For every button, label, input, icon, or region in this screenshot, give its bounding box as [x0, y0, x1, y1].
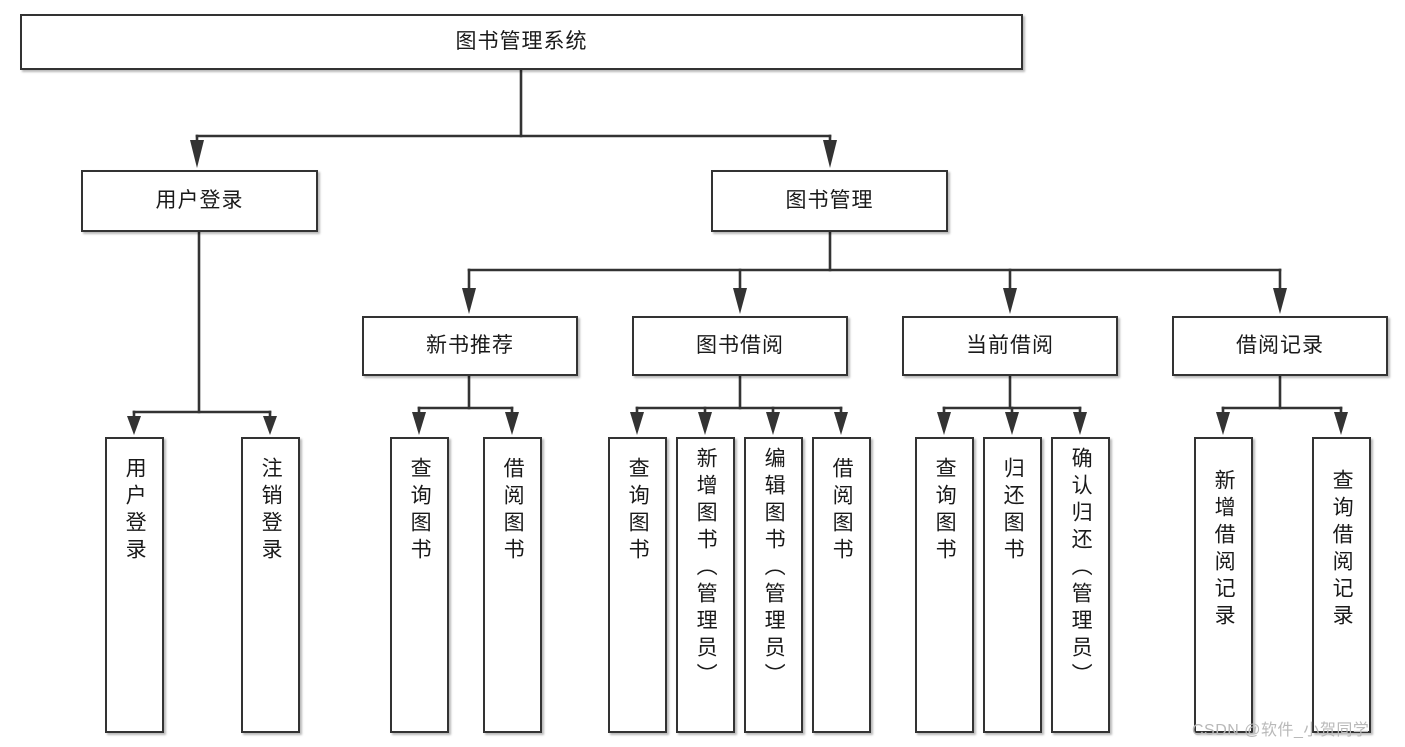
node-leaf-add-record[interactable]: 新增借阅记录: [1194, 437, 1253, 733]
node-root[interactable]: 图书管理系统: [20, 14, 1023, 70]
node-leaf-user-login-label: 用户登录: [123, 457, 147, 565]
arrow-to-leaf-query-book-1: [412, 412, 426, 435]
node-leaf-edit-book-label: 编辑图书（管理员）: [762, 447, 786, 690]
node-leaf-query-book-3-label: 查询图书: [933, 457, 957, 565]
node-leaf-borrow-book-2[interactable]: 借阅图书: [812, 437, 871, 733]
node-leaf-confirm-return-label: 确认归还（管理员）: [1069, 447, 1093, 690]
node-book-manage-label: 图书管理: [785, 189, 874, 213]
node-leaf-query-record-label: 查询借阅记录: [1330, 469, 1354, 631]
arrow-to-leaf-edit-book: [766, 412, 780, 435]
arrow-to-new-book-rec: [462, 288, 476, 314]
node-new-book-rec-label: 新书推荐: [426, 334, 514, 358]
node-root-label: 图书管理系统: [455, 30, 588, 54]
arrow-to-leaf-add-record: [1216, 412, 1230, 435]
arrow-to-leaf-user-login: [127, 416, 141, 435]
node-new-book-rec[interactable]: 新书推荐: [362, 316, 578, 376]
node-leaf-query-book-1-label: 查询图书: [408, 457, 432, 565]
node-borrow-record-label: 借阅记录: [1236, 334, 1324, 358]
arrow-to-book-borrow: [733, 288, 747, 314]
arrow-to-leaf-borrow-book-2: [834, 412, 848, 435]
node-leaf-edit-book[interactable]: 编辑图书（管理员）: [744, 437, 803, 733]
arrow-to-leaf-confirm-return: [1073, 412, 1087, 435]
node-leaf-logout[interactable]: 注销登录: [241, 437, 300, 733]
arrowhead-group: [127, 140, 1348, 435]
node-leaf-user-login[interactable]: 用户登录: [105, 437, 164, 733]
node-borrow-record[interactable]: 借阅记录: [1172, 316, 1388, 376]
arrow-to-leaf-query-book-3: [937, 412, 951, 435]
node-leaf-borrow-book-1-label: 借阅图书: [501, 457, 525, 565]
node-book-borrow[interactable]: 图书借阅: [632, 316, 848, 376]
arrow-to-book-manage: [823, 140, 837, 168]
node-leaf-query-book-2[interactable]: 查询图书: [608, 437, 667, 733]
csdn-watermark: CSDN @软件_小贺同学: [1192, 722, 1370, 739]
arrow-to-leaf-logout: [263, 416, 277, 435]
node-leaf-query-book-2-label: 查询图书: [626, 457, 650, 565]
node-leaf-add-record-label: 新增借阅记录: [1212, 469, 1236, 631]
arrow-to-leaf-query-record: [1334, 412, 1348, 435]
node-leaf-query-book-3[interactable]: 查询图书: [915, 437, 974, 733]
arrow-to-leaf-query-book-2: [630, 412, 644, 435]
node-user-login[interactable]: 用户登录: [81, 170, 318, 232]
node-leaf-borrow-book-1[interactable]: 借阅图书: [483, 437, 542, 733]
arrow-to-leaf-return-book: [1005, 412, 1019, 435]
node-leaf-add-book[interactable]: 新增图书（管理员）: [676, 437, 735, 733]
node-leaf-return-book[interactable]: 归还图书: [983, 437, 1042, 733]
node-current-borrow-label: 当前借阅: [966, 334, 1054, 358]
node-user-login-label: 用户登录: [155, 189, 244, 213]
node-leaf-query-record[interactable]: 查询借阅记录: [1312, 437, 1371, 733]
node-leaf-return-book-label: 归还图书: [1001, 457, 1025, 565]
node-leaf-add-book-label: 新增图书（管理员）: [694, 447, 718, 690]
node-leaf-logout-label: 注销登录: [259, 457, 283, 565]
arrow-to-user-login: [190, 140, 204, 168]
arrow-to-borrow-record: [1273, 288, 1287, 314]
node-current-borrow[interactable]: 当前借阅: [902, 316, 1118, 376]
node-leaf-borrow-book-2-label: 借阅图书: [830, 457, 854, 565]
arrow-to-current-borrow: [1003, 288, 1017, 314]
node-book-manage[interactable]: 图书管理: [711, 170, 948, 232]
arrow-to-leaf-borrow-book-1: [505, 412, 519, 435]
arrow-to-leaf-add-book: [698, 412, 712, 435]
node-leaf-query-book-1[interactable]: 查询图书: [390, 437, 449, 733]
node-book-borrow-label: 图书借阅: [696, 334, 784, 358]
node-leaf-confirm-return[interactable]: 确认归还（管理员）: [1051, 437, 1110, 733]
